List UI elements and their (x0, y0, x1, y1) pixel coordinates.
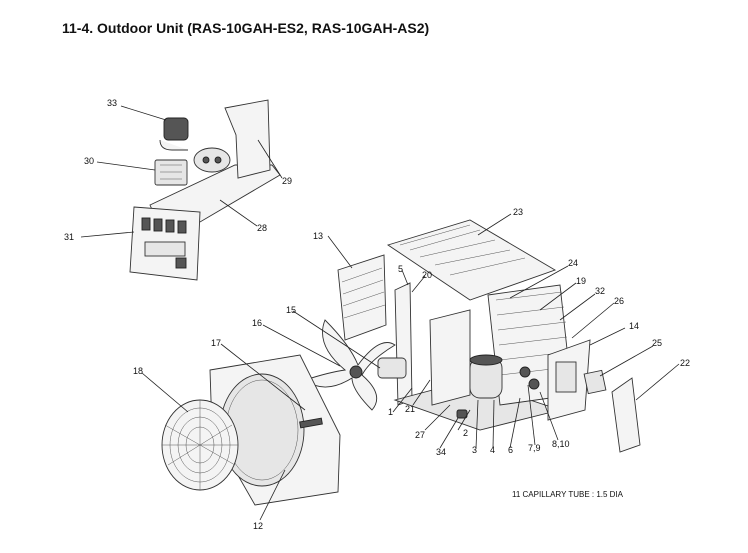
leader-lines (80, 105, 680, 521)
page-title: 11-4. Outdoor Unit (RAS-10GAH-ES2, RAS-1… (62, 20, 430, 36)
label-21: 21 (405, 404, 415, 414)
label-32: 32 (595, 286, 605, 296)
back-plate-29 (224, 99, 271, 179)
label-2: 2 (463, 428, 468, 438)
label-24: 24 (568, 258, 578, 268)
label-31: 31 (64, 232, 74, 242)
label-14: 14 (629, 321, 639, 331)
label-3: 3 (472, 445, 477, 455)
label-13: 13 (313, 231, 323, 241)
label-18: 18 (133, 366, 143, 376)
label-23: 23 (513, 207, 523, 217)
label-6: 6 (508, 445, 513, 455)
label-20: 20 (422, 270, 432, 280)
label-19: 19 (576, 276, 586, 286)
label-17: 17 (211, 338, 221, 348)
propeller-fan-15 (304, 319, 396, 411)
label-4: 4 (490, 445, 495, 455)
label-28: 28 (257, 223, 267, 233)
label-26: 26 (614, 296, 624, 306)
cover-25 (583, 369, 607, 395)
label-5: 5 (398, 264, 403, 274)
valve-cover-22 (611, 377, 641, 453)
rear-guard-13 (337, 254, 387, 341)
reactor-33 (163, 117, 189, 141)
label-29: 29 (282, 176, 292, 186)
fan-motor-16 (377, 357, 407, 379)
label-15: 15 (286, 305, 296, 315)
label-22: 22 (680, 358, 690, 368)
fan-guard-18 (161, 399, 239, 491)
label-12: 12 (253, 521, 263, 531)
label-8-10: 8,10 (552, 439, 570, 449)
capacitor (193, 147, 231, 173)
fan-assembly (304, 319, 407, 411)
capillary-tube-note: 11 CAPILLARY TUBE : 1.5 DIA (512, 490, 624, 499)
label-27: 27 (415, 430, 425, 440)
front-cabinet-17 (209, 354, 341, 506)
label-16: 16 (252, 318, 262, 328)
label-30: 30 (84, 156, 94, 166)
chassis-assembly (393, 282, 591, 431)
terminal-block-30 (154, 159, 188, 186)
part-number-labels: 33 30 31 29 28 23 13 5 20 24 19 32 26 14… (64, 98, 690, 531)
top-cabinet-23 (386, 219, 557, 301)
label-7-9: 7,9 (528, 443, 541, 453)
part-34 (456, 409, 468, 419)
electrical-box-assembly (129, 99, 281, 281)
label-1: 1 (388, 407, 393, 417)
label-34: 34 (436, 447, 446, 457)
label-25: 25 (652, 338, 662, 348)
label-33: 33 (107, 98, 117, 108)
